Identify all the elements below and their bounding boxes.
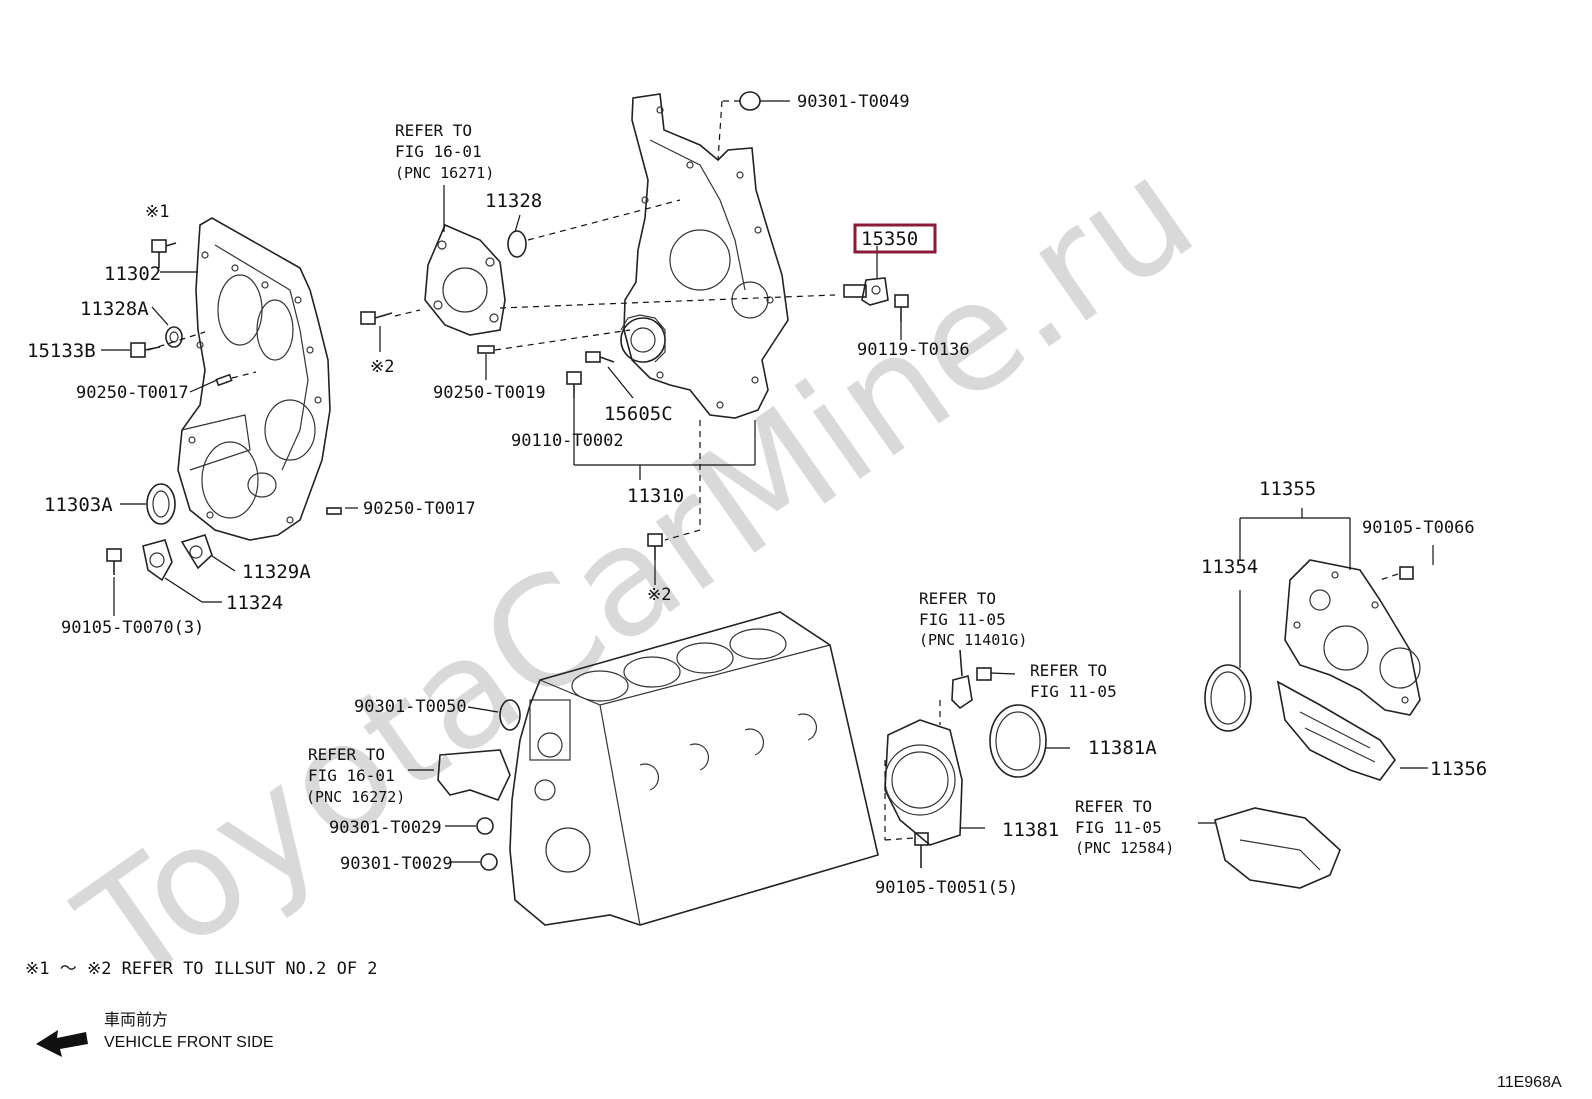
selected-part-highlight bbox=[853, 223, 937, 254]
callout-15350[interactable]: 15350 bbox=[861, 228, 918, 250]
left-small-parts bbox=[106, 239, 342, 582]
callout-90250-T0017-b[interactable]: 90250-T0017 bbox=[363, 499, 476, 519]
callout-11381A[interactable]: 11381A bbox=[1088, 737, 1157, 759]
refer-fig-11-05-a[interactable]: REFER TO FIG 11-05 (PNC 11401G) bbox=[919, 589, 1027, 649]
callout-90119-T0136[interactable]: 90119-T0136 bbox=[857, 340, 970, 360]
callout-15133B[interactable]: 15133B bbox=[27, 340, 96, 362]
callout-11303A[interactable]: 11303A bbox=[44, 494, 113, 516]
callout-labels[interactable]: ※1 11302 11328A 15133B 90250-T0017 11303… bbox=[27, 92, 1487, 898]
callout-11310[interactable]: 11310 bbox=[627, 485, 684, 507]
callout-11355[interactable]: 11355 bbox=[1259, 478, 1316, 500]
direction-jp: 車両前方 bbox=[104, 1011, 168, 1029]
direction-en: VEHICLE FRONT SIDE bbox=[104, 1034, 274, 1051]
center-leaders bbox=[379, 100, 902, 585]
callout-90105-T0066[interactable]: 90105-T0066 bbox=[1362, 518, 1475, 538]
callout-11324[interactable]: 11324 bbox=[226, 592, 283, 614]
refer-fig-16-01-a[interactable]: REFER TO FIG 16-01 (PNC 16271) bbox=[395, 121, 494, 182]
refer-line2: FIG 16-01 bbox=[308, 766, 395, 785]
callout-ast1: ※1 bbox=[145, 202, 169, 222]
callout-90110-T0002[interactable]: 90110-T0002 bbox=[511, 431, 624, 451]
callout-11302[interactable]: 11302 bbox=[104, 263, 161, 285]
callout-ast2-b: ※2 bbox=[647, 585, 671, 605]
vehicle-front-arrow-icon bbox=[36, 1030, 88, 1057]
refer-line2: FIG 11-05 bbox=[1075, 818, 1162, 837]
refer-line1: REFER TO bbox=[1030, 661, 1107, 680]
rear-end-plate-drawing bbox=[1204, 559, 1421, 889]
callout-90301-T0029-b[interactable]: 90301-T0029 bbox=[340, 854, 453, 874]
refer-pnc: (PNC 16271) bbox=[395, 164, 494, 182]
callout-15605C[interactable]: 15605C bbox=[604, 403, 673, 425]
refer-pnc: (PNC 16272) bbox=[306, 788, 405, 806]
refer-fig-11-05-c[interactable]: REFER TO FIG 11-05 (PNC 12584) bbox=[1075, 797, 1174, 857]
housing-drawing bbox=[566, 91, 909, 560]
callout-11356[interactable]: 11356 bbox=[1430, 758, 1487, 780]
callout-90301-T0029-a[interactable]: 90301-T0029 bbox=[329, 818, 442, 838]
refer-line1: REFER TO bbox=[919, 589, 996, 608]
refer-line1: REFER TO bbox=[308, 745, 385, 764]
callout-11329A[interactable]: 11329A bbox=[242, 561, 311, 583]
block-leaders bbox=[408, 706, 499, 863]
timing-chain-cover-drawing bbox=[177, 217, 331, 541]
footnote: ※1 ～ ※2 REFER TO ILLSUT NO.2 OF 2 bbox=[25, 959, 378, 979]
oil-seal-retainer-drawing bbox=[884, 649, 1047, 868]
rear-leaders bbox=[884, 672, 1070, 841]
cylinder-block-drawing bbox=[437, 611, 879, 926]
callout-90250-T0017-a[interactable]: 90250-T0017 bbox=[76, 383, 189, 403]
refer-fig-16-01-b[interactable]: REFER TO FIG 16-01 (PNC 16272) bbox=[306, 745, 405, 806]
refer-line2: FIG 11-05 bbox=[1030, 682, 1117, 701]
callout-90105-T0051[interactable]: 90105-T0051(5) bbox=[875, 878, 1018, 898]
callout-11328[interactable]: 11328 bbox=[485, 190, 542, 212]
callout-11381[interactable]: 11381 bbox=[1002, 819, 1059, 841]
callout-11354[interactable]: 11354 bbox=[1201, 556, 1258, 578]
callout-ast2-a: ※2 bbox=[370, 357, 394, 377]
gasket-drawing bbox=[360, 223, 527, 354]
right-leaders bbox=[1198, 508, 1434, 824]
refer-line2: FIG 16-01 bbox=[395, 142, 482, 161]
refer-pnc: (PNC 11401G) bbox=[919, 631, 1027, 649]
callout-90301-T0049[interactable]: 90301-T0049 bbox=[797, 92, 910, 112]
diagram-code: 11E968A bbox=[1497, 1074, 1562, 1091]
callout-90105-T0070[interactable]: 90105-T0070(3) bbox=[61, 618, 204, 638]
refer-fig-11-05-b[interactable]: REFER TO FIG 11-05 bbox=[1030, 661, 1117, 701]
callout-90301-T0050[interactable]: 90301-T0050 bbox=[354, 697, 467, 717]
refer-pnc: (PNC 12584) bbox=[1075, 839, 1174, 857]
refer-line2: FIG 11-05 bbox=[919, 610, 1006, 629]
callout-11328A[interactable]: 11328A bbox=[80, 298, 149, 320]
callout-90250-T0019[interactable]: 90250-T0019 bbox=[433, 383, 546, 403]
left-leaders bbox=[101, 271, 358, 616]
refer-line1: REFER TO bbox=[395, 121, 472, 140]
refer-line1: REFER TO bbox=[1075, 797, 1152, 816]
